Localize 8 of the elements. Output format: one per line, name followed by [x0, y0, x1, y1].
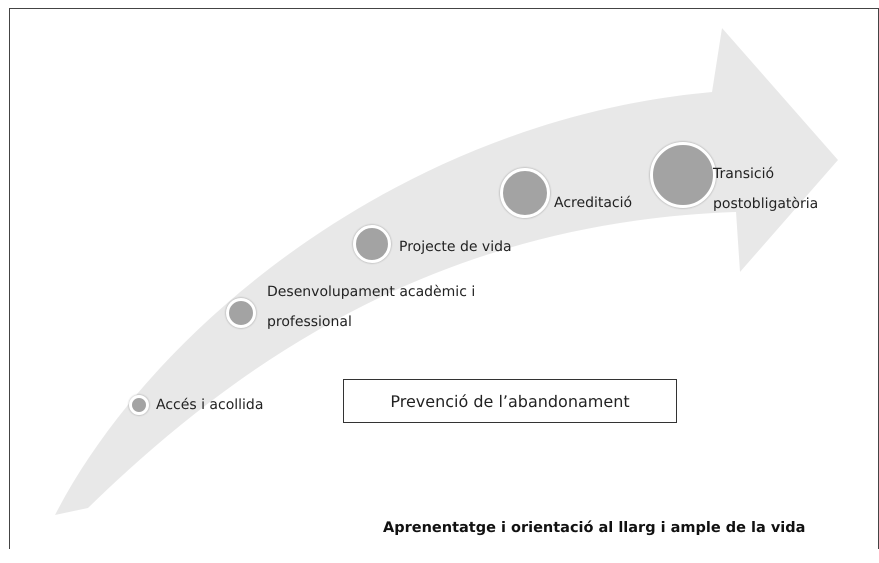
- milestone-label: Transició postobligatòria: [713, 159, 863, 219]
- caption: Aprenentatge i orientació al llarg i ample de la vida: [383, 520, 806, 536]
- milestone-label: Desenvolupament acadèmic i professional: [267, 277, 482, 337]
- process-box: [343, 379, 677, 423]
- milestone-label: Acreditació: [554, 188, 674, 218]
- milestone-label: Projecte de vida: [399, 232, 559, 262]
- box-label: Prevenció de l’abandonament: [390, 392, 630, 410]
- milestone-label: Accés i acollida: [156, 390, 316, 420]
